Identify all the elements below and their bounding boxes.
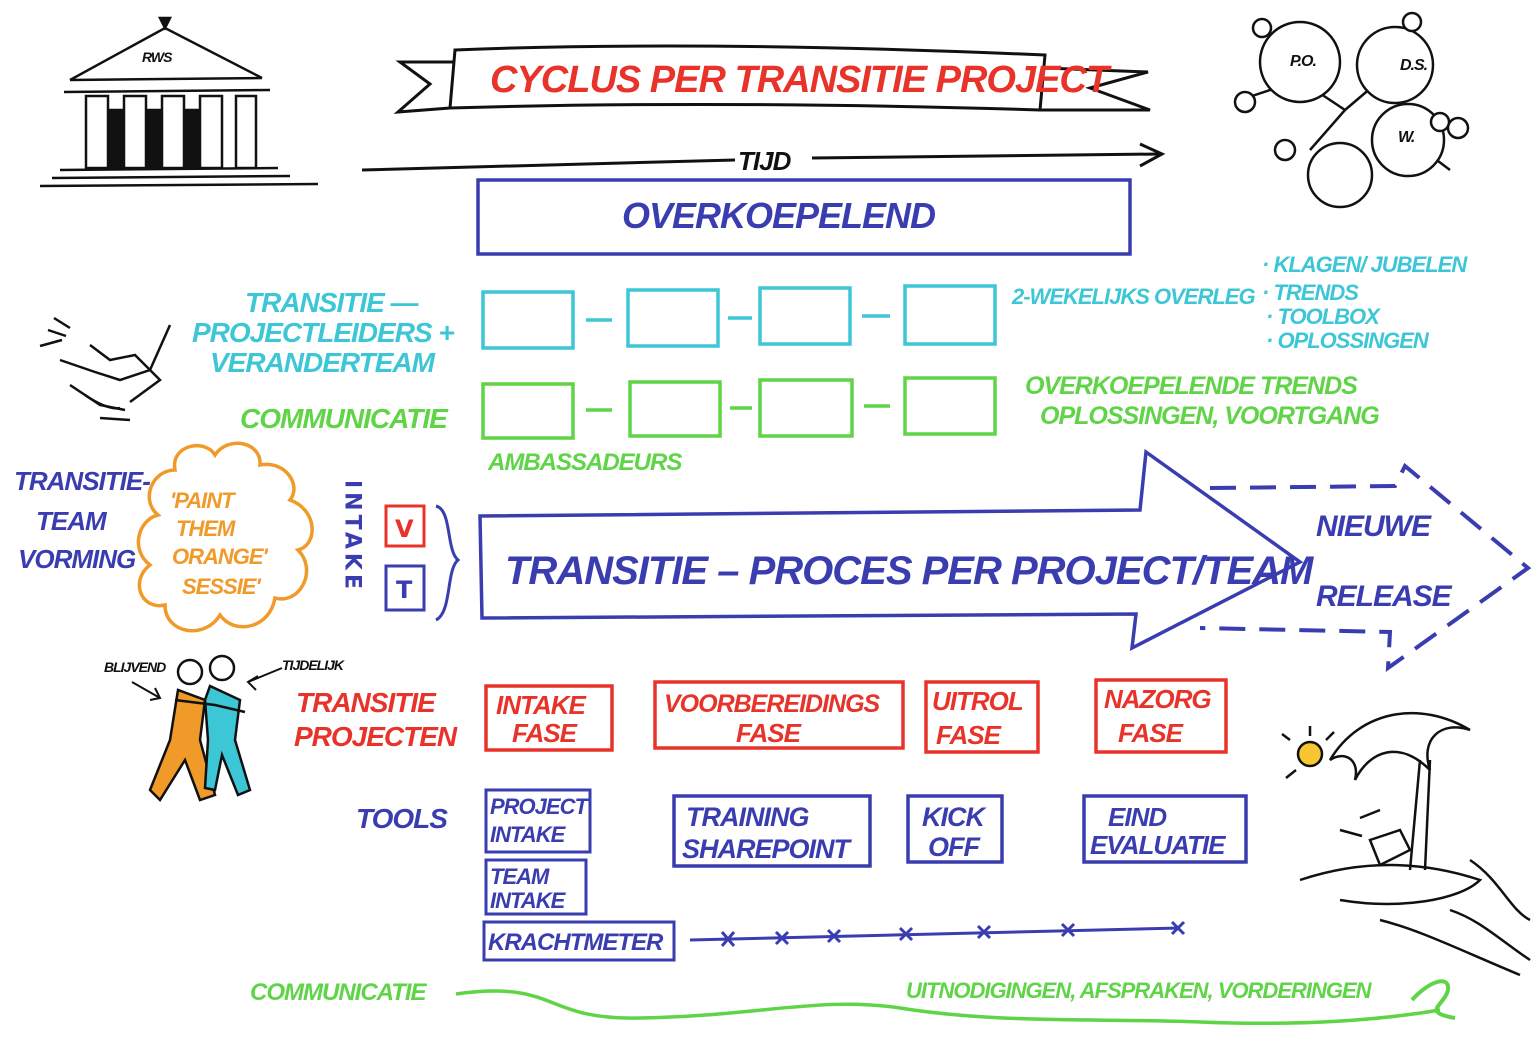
overleg-box xyxy=(758,286,852,346)
bottom-communicatie-line xyxy=(455,989,1441,1025)
team-vorming-line3: VORMING xyxy=(18,544,136,574)
tool-box-kickoff xyxy=(906,794,1004,864)
cloud-line2: THEM xyxy=(176,516,236,541)
tool-training-line1: TRAINING xyxy=(686,802,809,832)
island-icon xyxy=(1281,711,1531,977)
overleg-bullet: · TRENDS xyxy=(1262,280,1359,305)
bottom-communicatie-swirl xyxy=(1410,979,1456,1020)
tool-team-intake-line1: TEAM xyxy=(490,864,550,889)
process-arrow xyxy=(478,448,1304,652)
krachtmeter-timeline xyxy=(689,920,1186,947)
intake-v-label: V xyxy=(395,515,414,543)
krachtmeter-box xyxy=(482,920,676,962)
dancer-left-pointer xyxy=(131,681,162,701)
overleg-box xyxy=(626,288,720,348)
bottom-communicatie-note: UITNODIGINGEN, AFSPRAKEN, VORDERINGEN xyxy=(906,978,1373,1003)
team-initial-ds: D.S. xyxy=(1400,57,1428,74)
comm-note-line2: OPLOSSINGEN, VOORTGANG xyxy=(1040,402,1379,430)
communicatie-box xyxy=(903,376,997,436)
handshake-icon xyxy=(39,316,172,422)
cloud-line4: SESSIE' xyxy=(182,574,261,599)
krachtmeter-label: KRACHTMETER xyxy=(488,929,664,956)
phase-box-uitrol xyxy=(924,680,1040,754)
communicatie-box xyxy=(628,380,722,438)
transitie-team-line2: PROJECTLEIDERS + xyxy=(192,317,454,348)
tools-label: TOOLS xyxy=(356,803,448,834)
dancer-left-label: BLIJVEND xyxy=(104,659,166,675)
phase-box-nazorg xyxy=(1094,678,1228,754)
tool-training-line2: SHAREPOINT xyxy=(682,834,853,864)
tool-evaluatie-line1: EIND xyxy=(1108,802,1167,832)
phase-voorbereiding-line2: FASE xyxy=(736,718,802,748)
intake-v-box xyxy=(384,504,426,548)
process-arrow-label: TRANSITIE – PROCES PER PROJECT/TEAM xyxy=(505,549,1315,593)
tool-box-evaluatie xyxy=(1082,794,1248,864)
projecten-line2: PROJECTEN xyxy=(294,721,458,752)
communicatie-box xyxy=(758,378,854,438)
overleg-bullet: · OPLOSSINGEN xyxy=(1266,328,1430,353)
phase-voorbereiding-line1: VOORBEREIDINGS xyxy=(664,690,881,718)
intake-t-label: T xyxy=(396,576,413,604)
team-molecule-icon xyxy=(1233,11,1470,209)
overleg-label: 2-WEKELIJKS OVERLEG xyxy=(1011,284,1255,309)
tool-box-team-intake xyxy=(484,858,588,916)
phase-intake-line2: FASE xyxy=(512,718,578,748)
overleg-bullet: · TOOLBOX xyxy=(1266,304,1381,329)
phase-uitrol-line1: UITROL xyxy=(932,686,1023,716)
cloud-line1: 'PAINT xyxy=(170,488,236,513)
overleg-box xyxy=(481,290,575,350)
overkoepelend-label: OVERKOEPELEND xyxy=(622,195,935,236)
tool-evaluatie-line2: EVALUATIE xyxy=(1090,830,1226,860)
projecten-line1: TRANSITIE xyxy=(296,687,437,718)
tool-kickoff-line1: KICK xyxy=(922,802,987,832)
phase-uitrol-line2: FASE xyxy=(936,720,1002,750)
intake-t-box xyxy=(384,564,426,612)
time-label: TIJD xyxy=(738,146,792,176)
overleg-bullet: · KLAGEN/ JUBELEN xyxy=(1262,252,1468,277)
overleg-box xyxy=(903,284,997,346)
phase-intake-line1: INTAKE xyxy=(496,690,587,720)
time-arrow xyxy=(361,142,1166,172)
title-banner xyxy=(393,44,1151,114)
tool-box-project-intake xyxy=(484,788,592,854)
intake-brace xyxy=(435,504,461,622)
intake-vertical-label: INTAKE xyxy=(340,480,365,593)
dancer-right-pointer xyxy=(246,667,283,691)
transitie-team-line1: TRANSITIE — xyxy=(245,287,420,318)
team-initial-w: W. xyxy=(1398,129,1415,146)
release-arrow xyxy=(1199,462,1532,673)
phase-nazorg-line2: FASE xyxy=(1118,718,1184,748)
tool-box-training xyxy=(672,794,872,868)
tool-project-intake-line2: INTAKE xyxy=(490,822,567,847)
cloud-line3: ORANGE' xyxy=(172,544,269,569)
tool-project-intake-line1: PROJECT xyxy=(490,794,589,819)
dancers-icon xyxy=(148,654,252,802)
rws-label: RWS xyxy=(142,49,173,65)
phase-nazorg-line1: NAZORG xyxy=(1104,684,1211,714)
release-line1: NIEUWE xyxy=(1316,510,1432,543)
communicatie-boxes xyxy=(481,376,997,440)
team-vorming-line2: TEAM xyxy=(36,506,108,536)
transitie-team-line3: VERANDERTEAM xyxy=(210,347,436,378)
dancer-right-label: TIJDELIJK xyxy=(282,657,345,673)
team-initial-po: P.O. xyxy=(1290,53,1317,70)
overkoepelend-box xyxy=(476,178,1132,256)
tool-kickoff-line2: OFF xyxy=(928,832,981,862)
communicatie-box xyxy=(481,382,575,440)
comm-note-line1: OVERKOEPELENDE TRENDS xyxy=(1025,372,1358,400)
overleg-boxes xyxy=(481,284,997,350)
tool-team-intake-line2: INTAKE xyxy=(490,888,567,913)
temple-icon xyxy=(39,16,319,188)
phase-box-intake xyxy=(484,684,614,752)
team-vorming-line1: TRANSITIE- xyxy=(14,466,150,496)
ambassadeurs-label: AMBASSADEURS xyxy=(487,449,682,476)
release-line2: RELEASE xyxy=(1316,580,1453,613)
bottom-communicatie-label: COMMUNICATIE xyxy=(250,979,428,1006)
communicatie-label: COMMUNICATIE xyxy=(240,403,449,434)
page-title: CYCLUS PER TRANSITIE PROJECT xyxy=(490,59,1112,101)
phase-box-voorbereiding xyxy=(653,680,905,750)
cloud-shape xyxy=(136,441,314,633)
